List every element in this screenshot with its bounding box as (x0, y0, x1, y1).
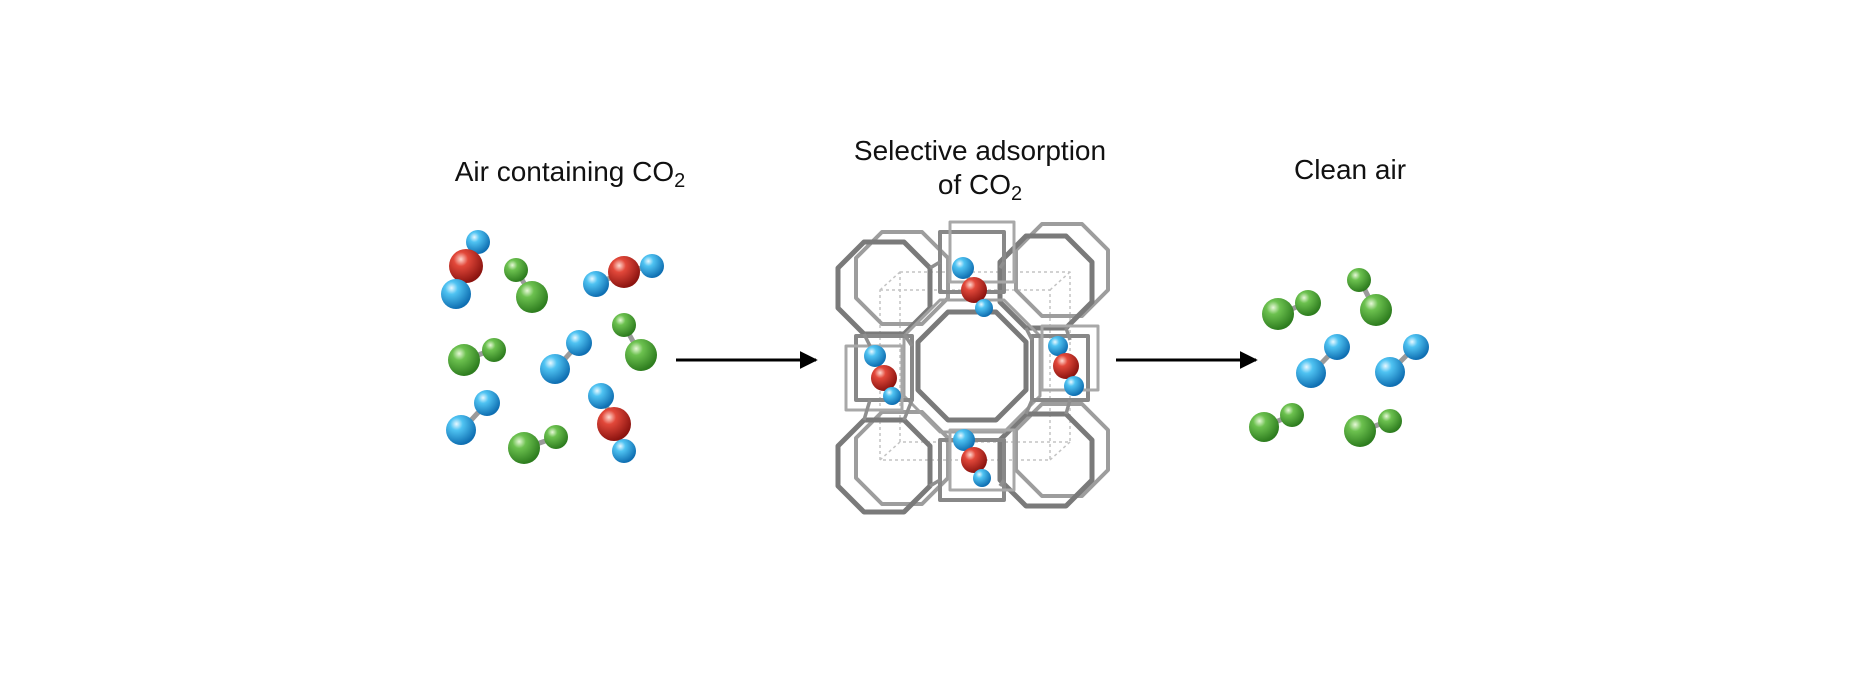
n2-molecule (1347, 268, 1392, 326)
co2-molecule (441, 230, 490, 309)
co2-molecule (864, 345, 901, 405)
n2-molecule (1262, 290, 1321, 330)
o2-molecule (446, 390, 500, 445)
output-molecules (1249, 268, 1429, 447)
clean-air-label: Clean air (1293, 154, 1407, 185)
co2-molecule (583, 254, 664, 297)
co2-molecule (952, 257, 993, 317)
n2-molecule (448, 338, 506, 376)
n2-molecule (1249, 403, 1304, 442)
co2-molecule (1048, 336, 1084, 396)
n2-molecule (612, 313, 657, 371)
o2-molecule (540, 330, 592, 384)
n2-molecule (508, 425, 568, 464)
co2-molecule (953, 429, 991, 487)
n2-molecule (1344, 409, 1402, 447)
adsorbed-co2 (864, 257, 1084, 487)
co2-molecule (588, 383, 636, 463)
input-molecules (441, 230, 664, 464)
input-air-label: Air containing CO2 (454, 156, 686, 192)
o2-molecule (1375, 334, 1429, 387)
o2-molecule (1296, 334, 1350, 388)
n2-molecule (504, 258, 548, 313)
